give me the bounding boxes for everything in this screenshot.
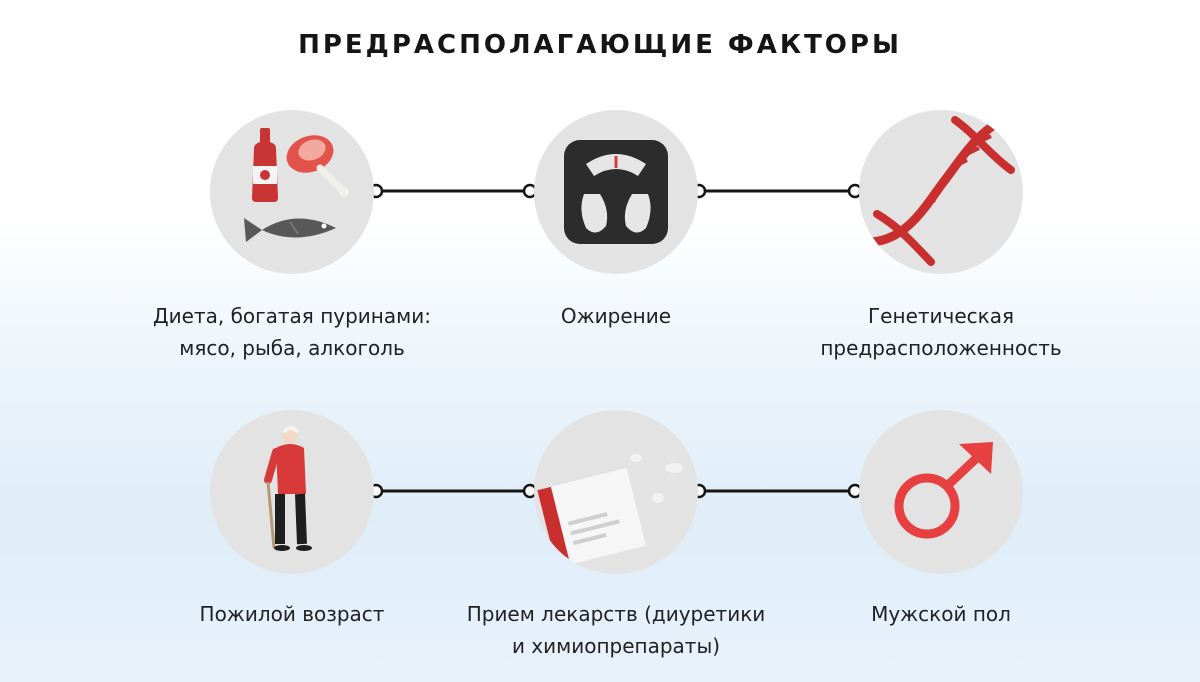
- bottle-icon: [252, 128, 278, 202]
- factor-genetic-circle: [859, 110, 1023, 274]
- food-icon: [244, 128, 349, 242]
- label-line: и химиопрепараты): [511, 634, 721, 658]
- factor-diet-circle: [210, 110, 374, 274]
- label-medication: Прием лекарств (диуретики и химиопрепара…: [436, 598, 796, 662]
- label-line: Диета, богатая пуринами:: [153, 304, 431, 328]
- connector-3: [368, 483, 538, 499]
- connector-2: [691, 183, 863, 199]
- elderly-person-icon: [264, 426, 312, 551]
- male-symbol-icon: [894, 442, 993, 539]
- label-line: Пожилой возраст: [199, 602, 385, 626]
- factor-sex-circle: [859, 410, 1023, 574]
- label-genetic: Генетическая предрасположенность: [761, 300, 1121, 364]
- factor-medication-circle: [534, 410, 698, 574]
- label-sex: Мужской пол: [761, 598, 1121, 630]
- label-line: Мужской пол: [871, 602, 1011, 626]
- label-age: Пожилой возраст: [112, 598, 472, 630]
- ham-icon: [286, 135, 349, 197]
- scale-icon: [564, 140, 668, 244]
- label-line: предрасположенность: [820, 336, 1062, 360]
- label-line: Прием лекарств (диуретики: [466, 602, 766, 626]
- label-line: Генетическая: [867, 304, 1014, 328]
- page-title: ПРЕДРАСПОЛАГАЮЩИЕ ФАКТОРЫ: [298, 30, 902, 60]
- dna-icon: [866, 113, 1015, 266]
- label-line: мясо, рыба, алкоголь: [179, 336, 405, 360]
- label-line: Ожирение: [560, 304, 672, 328]
- label-obesity: Ожирение: [436, 300, 796, 332]
- fish-icon: [244, 218, 336, 242]
- connector-4: [691, 483, 863, 499]
- factor-obesity-circle: [534, 110, 698, 274]
- medication-icon: [537, 454, 683, 568]
- factor-age-circle: [210, 410, 374, 574]
- label-diet: Диета, богатая пуринами: мясо, рыба, алк…: [112, 300, 472, 364]
- connector-1: [368, 183, 538, 199]
